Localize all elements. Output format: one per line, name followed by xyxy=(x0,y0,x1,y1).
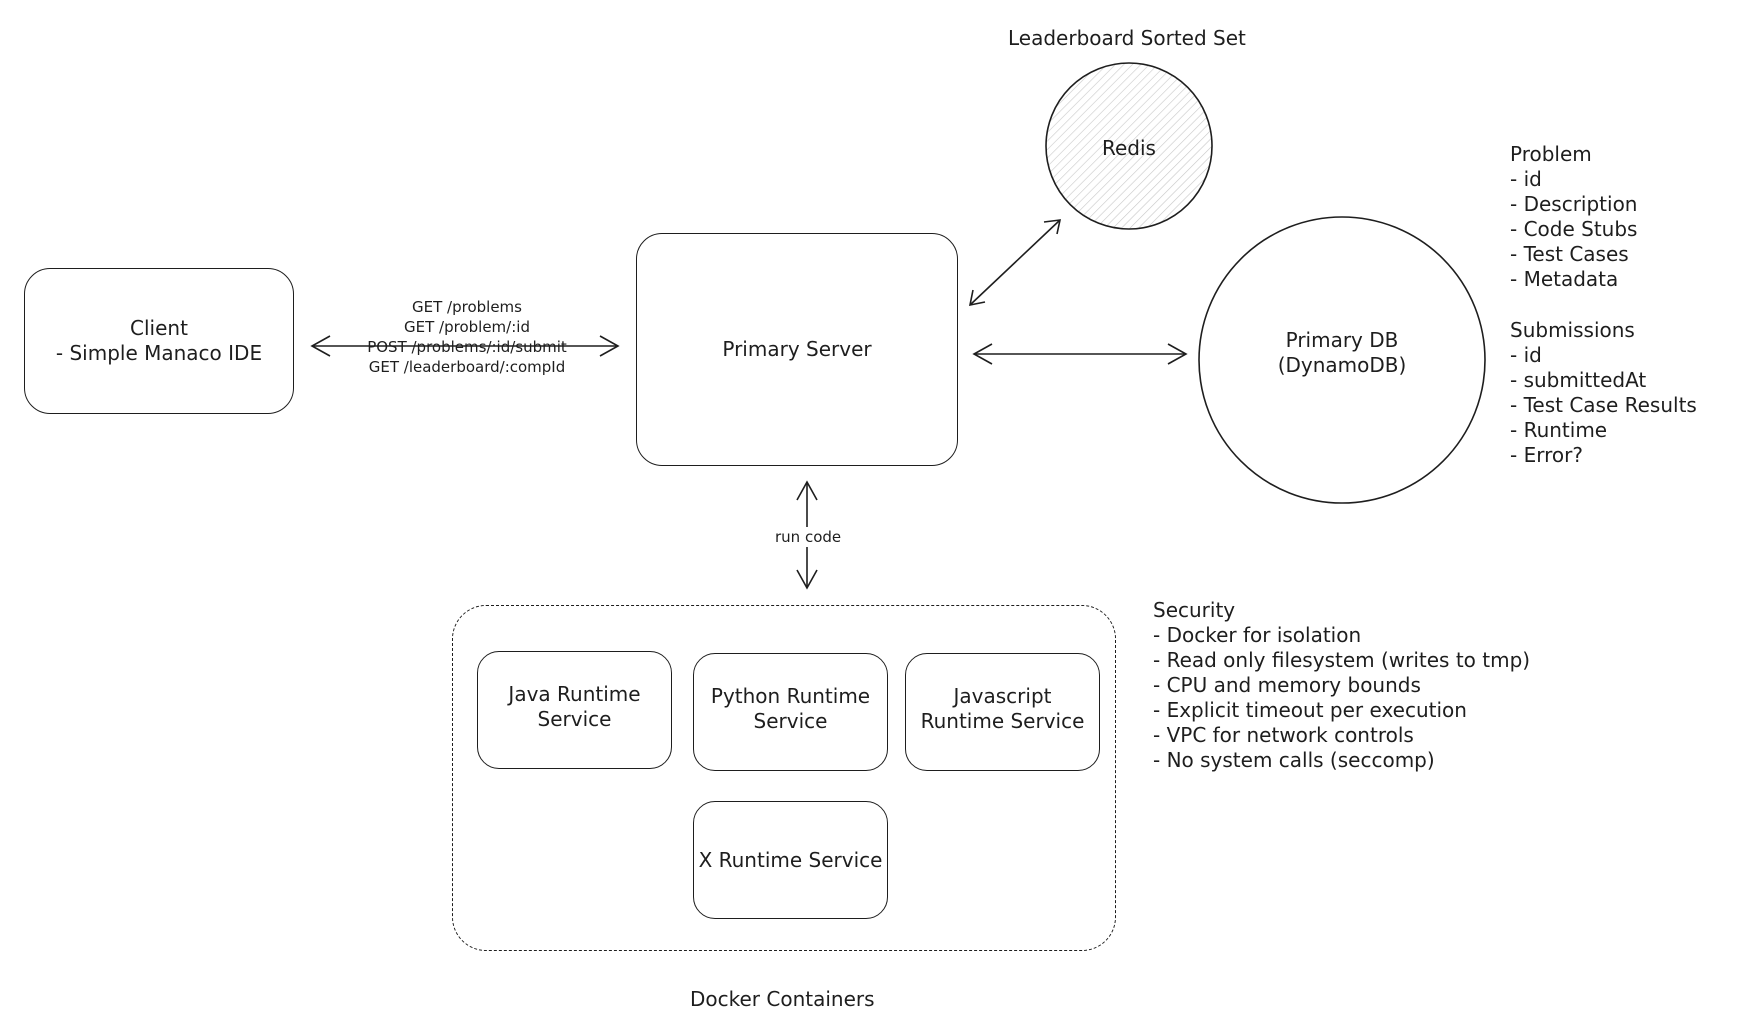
endpoint-post-submit: POST /problems/:id/submit xyxy=(367,338,567,356)
python-runtime-line2: Service xyxy=(753,709,828,733)
problem-field: - Description xyxy=(1510,192,1638,216)
java-runtime-line1: Java Runtime xyxy=(508,682,641,706)
x-runtime-box[interactable]: X Runtime Service xyxy=(693,801,888,919)
submissions-schema: Submissions - id - submittedAt - Test Ca… xyxy=(1510,318,1697,468)
run-code-label: run code xyxy=(775,527,842,547)
client-title: Client xyxy=(130,316,188,340)
security-notes: Security - Docker for isolation - Read o… xyxy=(1153,598,1530,773)
security-item: - VPC for network controls xyxy=(1153,723,1414,747)
problem-field: - Metadata xyxy=(1510,267,1619,291)
submissions-field: - Error? xyxy=(1510,443,1583,467)
java-runtime-box[interactable]: Java Runtime Service xyxy=(477,651,672,769)
x-runtime-label: X Runtime Service xyxy=(698,847,883,872)
security-title: Security xyxy=(1153,598,1236,622)
problem-schema: Problem - id - Description - Code Stubs … xyxy=(1510,142,1637,292)
redis-label: Redis xyxy=(1102,136,1156,160)
problem-schema-title: Problem xyxy=(1510,142,1592,166)
endpoint-get-problem: GET /problem/:id xyxy=(404,318,530,336)
primary-server-label: Primary Server xyxy=(722,337,872,361)
security-item: - Read only filesystem (writes to tmp) xyxy=(1153,648,1531,672)
problem-field: - Code Stubs xyxy=(1510,217,1638,241)
security-item: - No system calls (seccomp) xyxy=(1153,748,1435,772)
client-server-arrow xyxy=(310,335,620,357)
primary-db-name: Primary DB xyxy=(1285,328,1399,352)
submissions-schema-title: Submissions xyxy=(1510,318,1635,342)
primary-db-label: Primary DB (DynamoDB) xyxy=(1242,328,1442,378)
python-runtime-box[interactable]: Python Runtime Service xyxy=(693,653,888,771)
primary-db-circle[interactable] xyxy=(1198,216,1486,504)
security-item: - Docker for isolation xyxy=(1153,623,1362,647)
submissions-field: - Runtime xyxy=(1510,418,1608,442)
problem-field: - id xyxy=(1510,167,1542,191)
javascript-runtime-line1: Javascript xyxy=(953,684,1052,708)
server-db-arrow xyxy=(972,343,1188,365)
docker-container[interactable] xyxy=(452,605,1116,951)
submissions-field: - Test Case Results xyxy=(1510,393,1697,417)
primary-server-box[interactable]: Primary Server xyxy=(636,233,958,466)
docker-caption: Docker Containers xyxy=(690,987,875,1011)
endpoint-get-leaderboard: GET /leaderboard/:compId xyxy=(368,358,566,376)
security-item: - Explicit timeout per execution xyxy=(1153,698,1467,722)
client-box[interactable]: Client - Simple Manaco IDE xyxy=(24,268,294,414)
redis-circle[interactable] xyxy=(1045,62,1213,230)
java-runtime-line2: Service xyxy=(537,707,612,731)
endpoint-get-problems: GET /problems xyxy=(412,298,522,316)
problem-field: - Test Cases xyxy=(1510,242,1629,266)
javascript-runtime-box[interactable]: Javascript Runtime Service xyxy=(905,653,1100,771)
api-endpoints-label: GET /problems GET /problem/:id POST /pro… xyxy=(342,297,592,377)
client-subtitle: - Simple Manaco IDE xyxy=(55,341,263,365)
security-item: - CPU and memory bounds xyxy=(1153,673,1421,697)
submissions-field: - id xyxy=(1510,343,1542,367)
python-runtime-line1: Python Runtime xyxy=(710,684,871,708)
primary-db-type: (DynamoDB) xyxy=(1277,353,1407,377)
submissions-field: - submittedAt xyxy=(1510,368,1647,392)
javascript-runtime-line2: Runtime Service xyxy=(920,709,1085,733)
server-redis-arrow xyxy=(968,219,1062,307)
redis-caption: Leaderboard Sorted Set xyxy=(1008,26,1246,50)
